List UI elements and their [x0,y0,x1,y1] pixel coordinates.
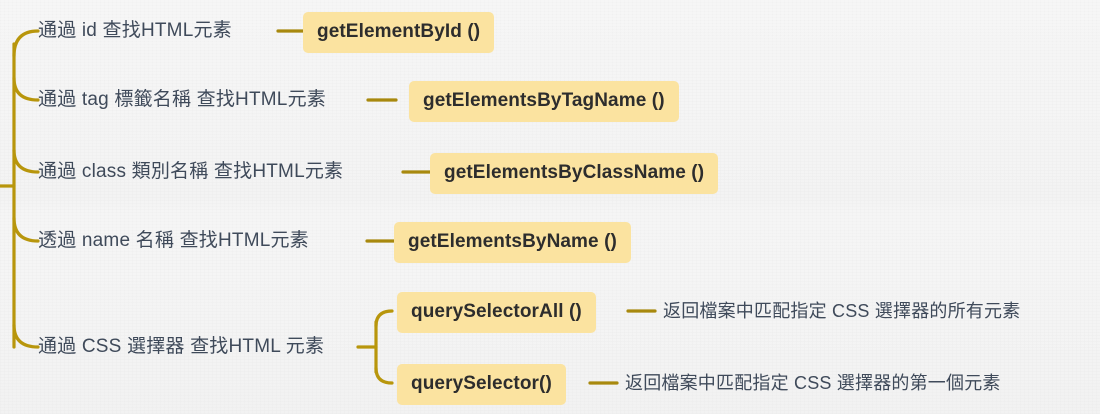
branch-elbow-4 [12,216,40,243]
branch-label-tag: 通過 tag 標籤名稱 查找HTML元素 [38,89,326,110]
branch-elbow-5 [12,323,40,349]
method-badge-queryselector[interactable]: querySelector() [397,364,566,405]
method-badge-getelementsbyclassname[interactable]: getElementsByClassName () [430,153,719,194]
branch-elbow-2 [12,76,40,102]
method-badge-getelementsbytagname[interactable]: getElementsByTagName () [409,81,679,122]
branch-label-id: 通過 id 查找HTML元素 [38,20,232,41]
method-badge-queryselectorall[interactable]: querySelectorAll () [397,292,596,333]
branch-label-css-selector: 通過 CSS 選擇器 查找HTML 元素 [38,336,325,357]
method-badge-getelementbyid[interactable]: getElementById () [303,12,495,53]
branch-elbow-3 [12,148,40,174]
method-description-queryselectorall: 返回檔案中匹配指定 CSS 選擇器的所有元素 [663,301,1021,321]
branch-label-name: 透過 name 名稱 查找HTML元素 [38,230,309,251]
method-badge-getelementsbyname[interactable]: getElementsByName () [394,222,631,263]
method-description-queryselector: 返回檔案中匹配指定 CSS 選擇器的第一個元素 [625,373,1001,393]
branch-label-class: 通過 class 類別名稱 查找HTML元素 [38,161,344,182]
css-branch-elbow-1 [374,309,394,328]
branch-elbow-1 [12,29,40,58]
css-branch-elbow-2 [374,366,394,385]
